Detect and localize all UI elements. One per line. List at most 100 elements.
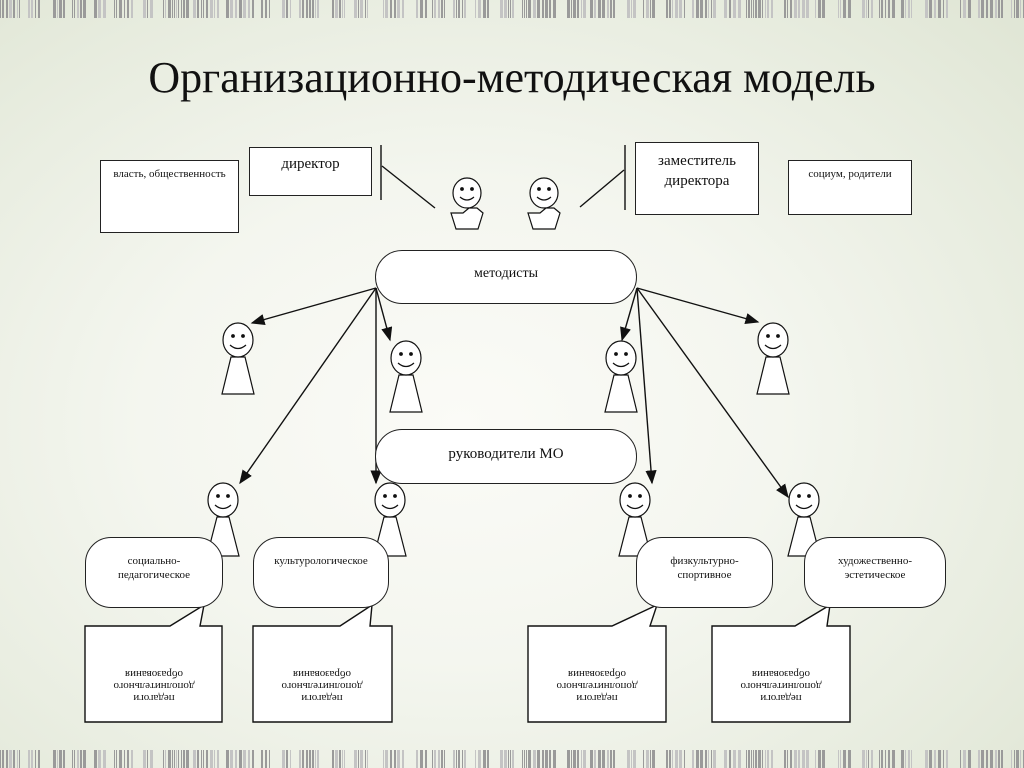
barcode-stripe <box>235 0 237 18</box>
barcode-stripe <box>790 0 792 18</box>
barcode-stripe <box>794 750 797 768</box>
barcode-stripe <box>843 750 846 768</box>
barcode-stripe <box>441 0 443 18</box>
barcode-stripe <box>713 0 716 18</box>
barcode-stripe <box>147 750 148 768</box>
barcode-stripe <box>512 0 514 18</box>
arrow-to-person-7 <box>636 287 657 485</box>
barcode-stripe <box>708 750 709 768</box>
barcode-stripe <box>38 0 40 18</box>
barcode-stripe <box>183 750 185 768</box>
barcode-stripe <box>282 0 285 18</box>
barcode-stripe <box>510 0 511 18</box>
arrow-to-person-3 <box>620 287 638 342</box>
barcode-stripe <box>335 750 338 768</box>
barcode-stripe <box>815 750 816 768</box>
barcode-stripe <box>790 750 792 768</box>
barcode-stripe <box>866 750 867 768</box>
barcode-stripe <box>464 0 466 18</box>
barcode-stripe <box>802 750 805 768</box>
barcode-stripe <box>746 0 747 18</box>
barcode-stripe <box>848 0 851 18</box>
barcode-stripe <box>214 750 215 768</box>
barcode-stripe <box>679 0 682 18</box>
barcode-stripe <box>672 750 673 768</box>
barcode-stripe <box>802 0 805 18</box>
barcode-stripe <box>6 750 8 768</box>
director-box: директор <box>249 147 372 196</box>
barcode-stripe <box>787 750 788 768</box>
barcode-stripe <box>72 750 73 768</box>
society-parents-box: социум, родители <box>788 160 912 215</box>
barcode-stripe <box>383 0 384 18</box>
barcode-stripe <box>203 0 204 18</box>
barcode-stripe <box>385 750 388 768</box>
barcode-stripe <box>666 750 668 768</box>
barcode-stripe <box>394 0 396 18</box>
barcode-stripe <box>598 0 601 18</box>
barcode-stripe <box>613 750 615 768</box>
barcode-stripe <box>762 750 763 768</box>
barcode-stripe <box>553 750 556 768</box>
barcode-stripe <box>758 0 761 18</box>
barcode-stripe <box>583 0 586 18</box>
barcode-stripe <box>163 0 164 18</box>
barcode-stripe <box>365 0 366 18</box>
barcode-stripe <box>522 750 523 768</box>
barcode-stripe <box>631 750 632 768</box>
barcode-stripe <box>607 0 609 18</box>
barcode-stripe <box>339 750 341 768</box>
callout-2-shape <box>252 603 393 723</box>
barcode-stripe <box>675 0 678 18</box>
barcode-stripe <box>765 750 766 768</box>
person-methodist-4-icon <box>756 322 790 395</box>
person-methodist-3-icon <box>604 340 638 413</box>
barcode-stripe <box>119 0 122 18</box>
barcode-stripe <box>500 750 503 768</box>
barcode-stripe <box>929 750 932 768</box>
barcode-stripe <box>402 0 404 18</box>
barcode-stripe <box>1016 0 1019 18</box>
barcode-stripe <box>692 0 694 18</box>
area-label: художественно-эстетическое <box>838 555 912 581</box>
director-label: директор <box>281 156 340 172</box>
barcode-stripe <box>174 0 175 18</box>
barcode-stripe <box>2 0 4 18</box>
barcode-stripe <box>131 0 133 18</box>
barcode-stripe <box>981 0 984 18</box>
barcode-stripe <box>178 0 179 18</box>
barcode-stripe <box>537 0 540 18</box>
barcode-stripe <box>946 750 948 768</box>
barcode-stripe <box>981 750 984 768</box>
barcode-stripe <box>2 750 4 768</box>
barcode-stripe <box>843 0 846 18</box>
barcode-stripe <box>458 750 460 768</box>
barcode-stripe <box>753 0 754 18</box>
callout-3-shape <box>527 603 667 723</box>
barcode-stripe <box>583 750 586 768</box>
barcode-stripe <box>332 750 334 768</box>
barcode-stripe <box>879 0 880 18</box>
barcode-stripe <box>181 0 182 18</box>
teachers-note-label: педагоги дополнительного образования <box>740 668 822 704</box>
barcode-stripe <box>738 0 741 18</box>
barcode-stripe <box>705 750 707 768</box>
barcode-stripe <box>342 0 343 18</box>
barcode-stripe <box>425 750 427 768</box>
teachers-note-2: педагоги дополнительного образования <box>268 668 376 704</box>
barcode-stripe <box>787 0 788 18</box>
barcode-stripe <box>724 0 727 18</box>
barcode-stripe <box>650 0 651 18</box>
barcode-stripe <box>751 750 752 768</box>
barcode-stripe <box>669 0 671 18</box>
barcode-stripe <box>818 750 821 768</box>
barcode-stripe <box>230 750 233 768</box>
barcode-stripe <box>74 0 75 18</box>
barcode-stripe <box>119 750 122 768</box>
barcode-stripe <box>282 750 285 768</box>
barcode-stripe <box>172 750 173 768</box>
barcode-stripe <box>905 0 906 18</box>
area-physical-sports: физкультурно-спортивное <box>636 537 773 608</box>
barcode-stripe <box>354 750 357 768</box>
barcode-stripe <box>866 0 867 18</box>
